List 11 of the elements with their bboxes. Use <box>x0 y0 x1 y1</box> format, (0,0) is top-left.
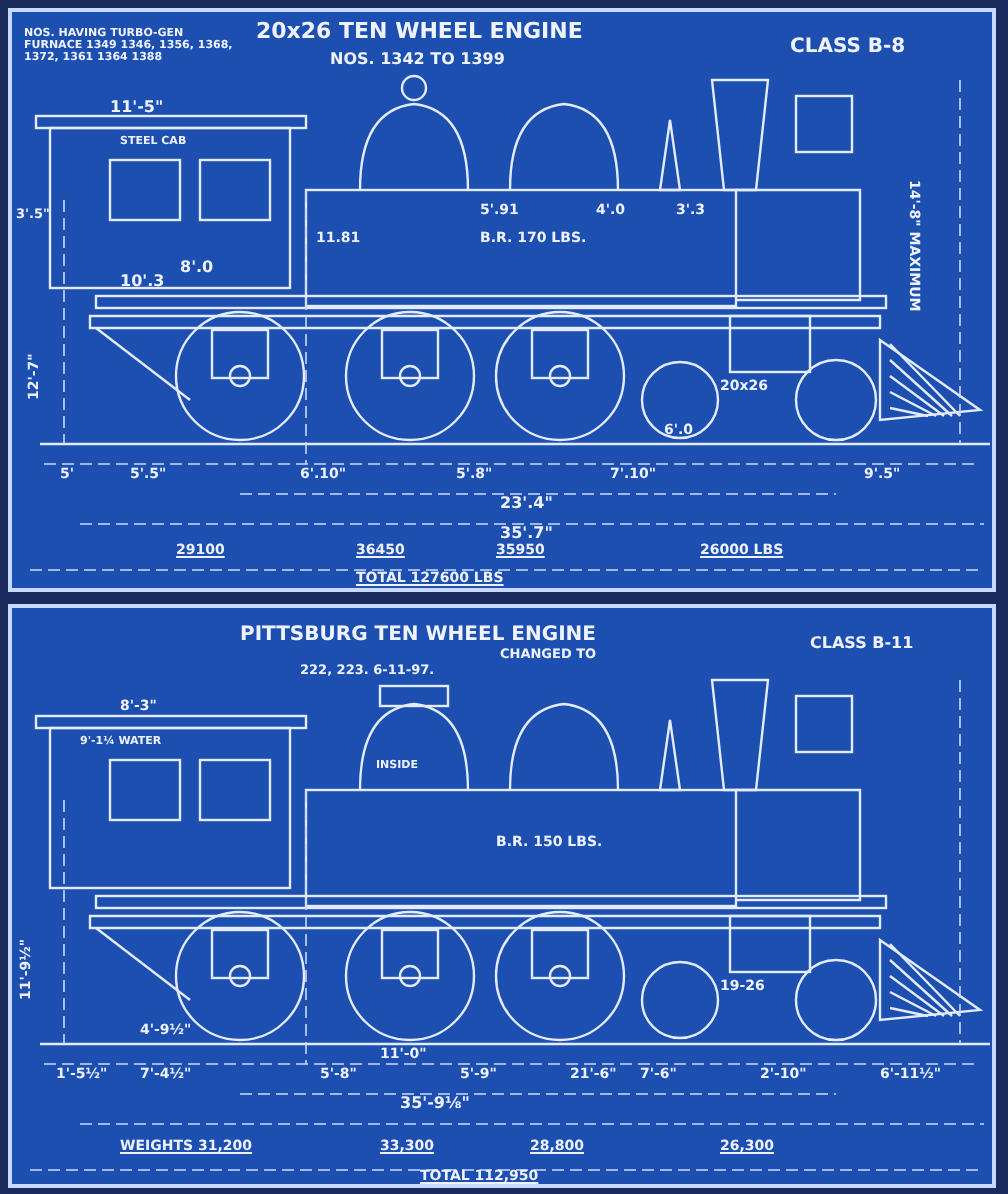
drawing-title: PITTSBURG TEN WHEEL ENGINE <box>240 624 597 646</box>
dimension-label: 11'-5" <box>110 100 164 118</box>
class-label: CLASS B-11 <box>810 636 914 654</box>
class-label: CLASS B-8 <box>790 36 906 58</box>
dimension-label: 23'.4" <box>500 496 553 514</box>
dimension-label: 8'.0 <box>180 260 214 278</box>
dimension-label: 35'.7" <box>500 526 553 543</box>
dimension-label: 35'-9⅛" <box>400 1096 470 1114</box>
dimension-label: 10'.3 <box>120 274 165 292</box>
drawing-title: 20x26 TEN WHEEL ENGINE <box>256 20 583 45</box>
engine-numbers: NOS. 1342 TO 1399 <box>330 52 505 70</box>
